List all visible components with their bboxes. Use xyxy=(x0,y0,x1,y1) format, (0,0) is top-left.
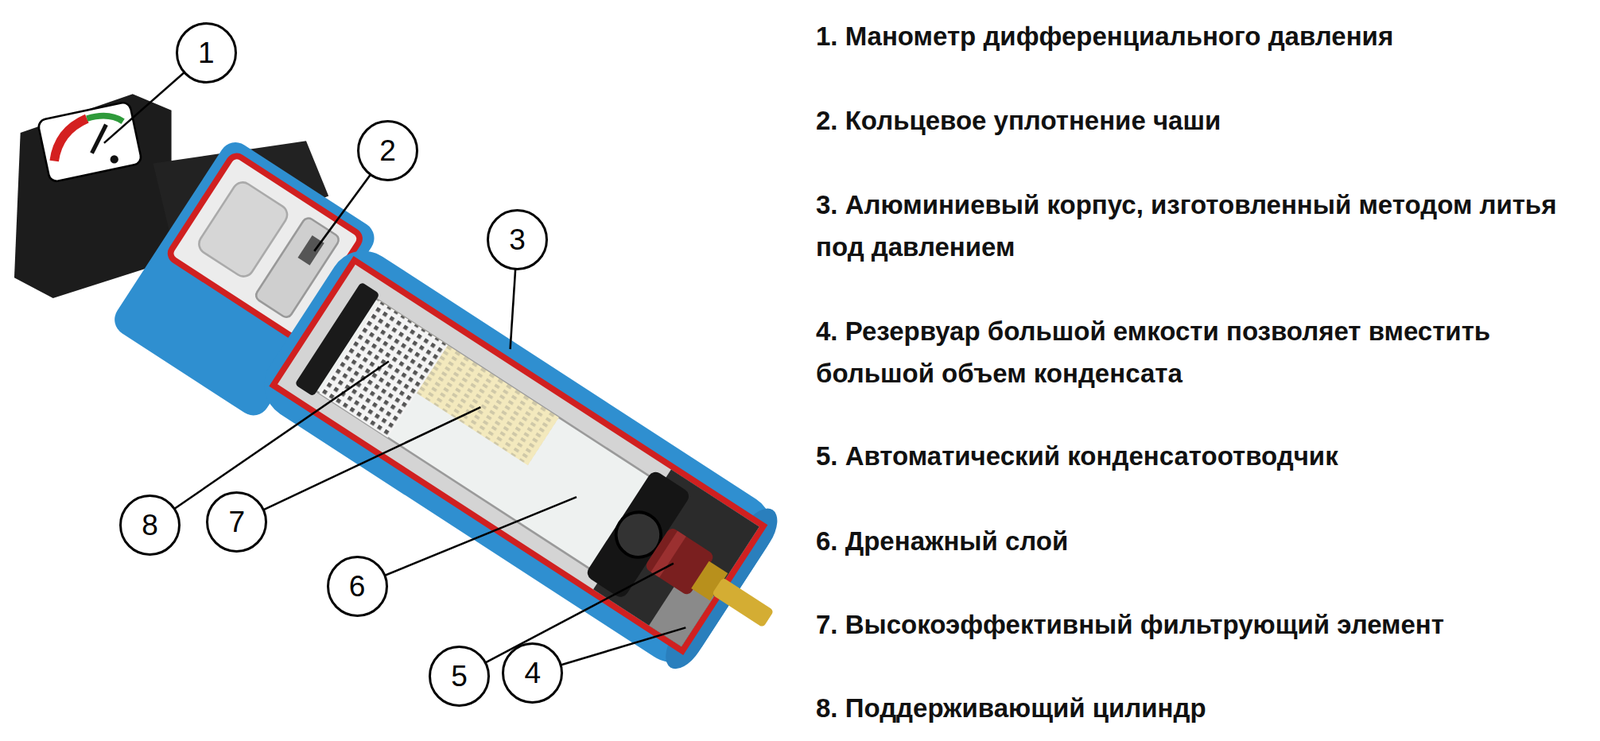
legend-item: 1. Манометр дифференциального давления xyxy=(815,15,1592,58)
auto-drain xyxy=(644,526,782,641)
filter-illustration xyxy=(108,135,830,714)
leader-line xyxy=(104,53,686,677)
callout-number: 4 xyxy=(524,658,542,688)
bowl-housing xyxy=(251,237,786,676)
callout-circle: 4 xyxy=(501,642,564,704)
callout-circle: 7 xyxy=(205,491,268,553)
legend-item: 6. Дренажный слой xyxy=(815,520,1592,563)
legend-item: 3. Алюминиевый корпус, изготовленный мет… xyxy=(815,183,1592,268)
bowl-housing xyxy=(273,260,764,651)
pressure-gauge xyxy=(110,155,119,164)
pressure-gauge xyxy=(91,124,106,154)
leader-line xyxy=(357,497,577,587)
filter-element xyxy=(293,279,692,601)
filter-element xyxy=(310,295,654,571)
legend-item: 4. Резервуар большой емкости позволяет в… xyxy=(815,310,1592,395)
filter-element xyxy=(294,281,381,397)
callout-circle: 6 xyxy=(326,555,389,618)
bowl-housing xyxy=(251,237,786,676)
callout-circle: 2 xyxy=(357,120,419,182)
pressure-gauge xyxy=(46,118,94,161)
callout-number: 2 xyxy=(379,135,397,166)
pressure-gauge xyxy=(37,100,143,183)
legend-item: 5. Автоматический конденсатоотводчик xyxy=(815,434,1592,478)
callout-circle: 8 xyxy=(119,494,181,556)
callout-number: 5 xyxy=(450,661,468,692)
legend-item: 2. Кольцевое уплотнение чаши xyxy=(815,99,1592,142)
legend-item: 8. Поддерживающий цилиндр xyxy=(815,687,1592,730)
callout-number: 1 xyxy=(198,38,215,68)
callout-number: 6 xyxy=(349,571,366,602)
auto-drain xyxy=(711,577,775,628)
filter-head xyxy=(297,235,324,266)
auto-drain xyxy=(650,531,686,579)
leader-line xyxy=(150,361,389,526)
callout-number: 8 xyxy=(141,510,159,540)
callout-number: 7 xyxy=(228,507,245,537)
callout-circle: 5 xyxy=(428,645,490,707)
callout-circle: 1 xyxy=(175,22,237,84)
callout-circle: 3 xyxy=(486,209,548,271)
callout-number: 3 xyxy=(508,225,526,255)
leader-line xyxy=(236,407,482,523)
legend-item: 7. Высокоэффективный фильтрующий элемент xyxy=(815,603,1592,646)
leader-line xyxy=(458,563,673,677)
